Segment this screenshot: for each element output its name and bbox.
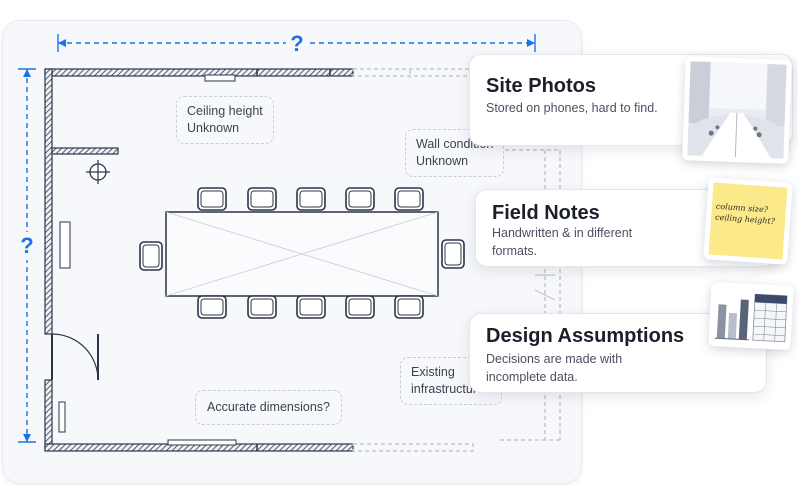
height-unknown-mark: ? — [20, 233, 33, 258]
field-notes-description-line-1: Handwritten & in different — [492, 226, 633, 240]
wall-condition-value: Unknown — [416, 154, 469, 168]
ceiling-height-label: Ceiling height — [187, 104, 263, 118]
width-dimension-line — [57, 30, 536, 56]
ceiling-height-value: Unknown — [187, 121, 240, 135]
room-photo-icon — [682, 56, 792, 164]
site-photos-title: Site Photos — [486, 75, 597, 97]
conference-table — [165, 211, 439, 297]
width-unknown-mark: ? — [290, 31, 303, 56]
infrastructure-line-1: Existing — [411, 365, 455, 379]
design-assumptions-description: Decisions are made with incomplete data. — [486, 350, 622, 386]
design-assumptions-title: Design Assumptions — [486, 325, 685, 347]
design-assumptions-description-line-1: Decisions are made with — [486, 352, 623, 366]
sticky-note: column size? ceiling height? — [708, 182, 788, 260]
field-notes-description: Handwritten & in different formats. — [492, 224, 632, 260]
ceiling-height-note: Ceiling height Unknown — [176, 96, 274, 144]
spreadsheet-chart-icon — [708, 281, 794, 351]
site-photos-description: Stored on phones, hard to find. — [486, 101, 658, 115]
room-walls — [44, 68, 354, 452]
faded-door-mark — [534, 274, 556, 301]
wall-condition-note: Wall condition Unknown — [405, 129, 505, 177]
chart-thumbnail — [708, 281, 794, 351]
sticky-note-text: column size? ceiling height? — [715, 201, 776, 227]
accurate-dimensions-note: Accurate dimensions? — [195, 390, 342, 425]
accurate-dimensions-label: Accurate dimensions? — [207, 400, 330, 414]
door — [51, 333, 99, 381]
design-assumptions-description-line-2: incomplete data. — [486, 370, 578, 384]
outlet-symbol — [86, 160, 110, 184]
site-photo-thumbnail — [682, 56, 792, 164]
field-notes-title: Field Notes — [492, 202, 600, 224]
field-notes-description-line-2: formats. — [492, 244, 538, 258]
height-dimension-line — [15, 68, 39, 443]
sticky-note-thumbnail: column size? ceiling height? — [703, 177, 793, 265]
